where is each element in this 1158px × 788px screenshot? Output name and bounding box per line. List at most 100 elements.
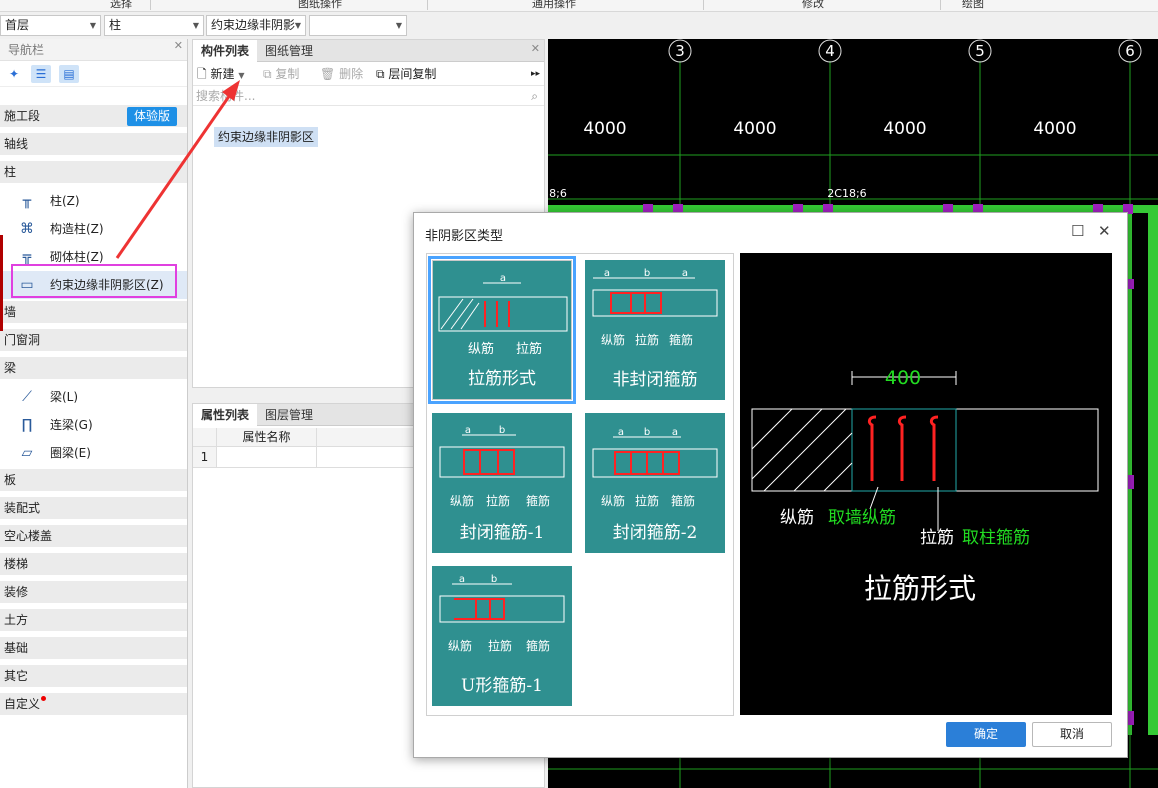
- component-toolbar: 🗋 新建 ▼ ⧉ 复制 🗑 删除 ⧉ 层间复制 ▸▸: [193, 62, 544, 86]
- chevron-down-icon: ▼: [294, 21, 301, 30]
- option-label: 封闭箍筋-1: [459, 523, 545, 543]
- property-header-name: 属性名称: [217, 428, 317, 447]
- column-icon: ╥: [22, 193, 32, 209]
- axis-label-3: 3: [675, 42, 685, 60]
- list-view-icon[interactable]: ☰: [31, 65, 51, 83]
- option-u-stirrup-1[interactable]: a b 纵筋 拉筋 箍筋 U形箍筋-1: [432, 566, 572, 706]
- nav-section-hollow-floor[interactable]: 空心楼盖: [0, 525, 187, 547]
- nav-item-coupling-beam[interactable]: ∏连梁(G): [0, 411, 187, 439]
- nav-section-other[interactable]: 其它: [0, 665, 187, 687]
- component-search-input[interactable]: 搜索构件... ⌕: [193, 86, 544, 106]
- ribbon-separator: [150, 0, 151, 10]
- maximize-icon[interactable]: ☐: [1071, 222, 1085, 240]
- floor-copy-button[interactable]: ⧉ 层间复制: [376, 66, 436, 82]
- nav-section-axis[interactable]: 轴线: [0, 133, 187, 155]
- ok-button[interactable]: 确定: [946, 722, 1026, 747]
- option-label: 非封闭箍筋: [612, 370, 698, 390]
- nav-section-foundation[interactable]: 基础: [0, 637, 187, 659]
- part-label: 拉筋: [486, 493, 510, 508]
- nav-section-stairs[interactable]: 楼梯: [0, 553, 187, 575]
- constructional-column-icon: ⌘: [20, 221, 34, 237]
- ribbon-group-modify[interactable]: 修改: [802, 0, 824, 10]
- option-closed-stirrup-1[interactable]: a b 纵筋 拉筋 箍筋 封闭箍筋-1: [432, 413, 572, 553]
- close-icon[interactable]: ✕: [173, 39, 183, 52]
- type-select[interactable]: 柱▼: [104, 15, 204, 36]
- trash-icon: 🗑: [320, 67, 336, 81]
- nav-section-prefab[interactable]: 装配式: [0, 497, 187, 519]
- nav-item-label: 构造柱(Z): [50, 222, 104, 236]
- axis-bubble-4: [818, 39, 842, 63]
- tab-property-list[interactable]: 属性列表: [193, 404, 258, 426]
- option-open-stirrup[interactable]: a b a 纵筋 拉筋 箍筋 非封闭箍筋: [585, 260, 725, 400]
- nav-section-openings[interactable]: 门窗洞: [0, 329, 187, 351]
- nav-section-decoration[interactable]: 装修: [0, 581, 187, 603]
- ribbon-group-common[interactable]: 通用操作: [532, 0, 576, 10]
- nav-item-column[interactable]: ╥柱(Z): [0, 187, 187, 215]
- nav-item-constrained-edge-zone[interactable]: ▭约束边缘非阴影区(Z): [0, 271, 187, 299]
- option-closed-stirrup-2[interactable]: a b a 纵筋 拉筋 箍筋 封闭箍筋-2: [585, 413, 725, 553]
- axis-label-5: 5: [975, 42, 985, 60]
- nav-section-beam[interactable]: 梁: [0, 357, 187, 379]
- nav-section-slab[interactable]: 板: [0, 469, 187, 491]
- pin-icon[interactable]: ✦: [8, 67, 20, 81]
- preview-note2-value: 取柱箍筋: [962, 528, 1030, 548]
- ribbon-group-draw[interactable]: 绘图: [962, 0, 984, 10]
- rebar-label: 2C18;6: [827, 187, 866, 200]
- property-header-index: [193, 428, 217, 447]
- nav-section-earthwork[interactable]: 土方: [0, 609, 187, 631]
- chevron-down-icon: ▼: [395, 21, 402, 30]
- option-label: 拉筋形式: [468, 369, 536, 389]
- component-list-item[interactable]: 约束边缘非阴影区: [214, 127, 319, 147]
- ribbon-group-drawing[interactable]: 图纸操作: [298, 0, 342, 10]
- copy-icon: ⧉: [263, 67, 272, 81]
- more-icon[interactable]: ▸▸: [531, 69, 541, 79]
- nav-item-ring-beam[interactable]: ▱圈梁(E): [0, 439, 187, 467]
- cancel-button[interactable]: 取消: [1032, 722, 1112, 747]
- dim-label: a: [618, 427, 624, 438]
- option-label: U形箍筋-1: [461, 676, 543, 696]
- nav-section-wall[interactable]: 墙: [0, 301, 187, 323]
- nav-section-column[interactable]: 柱: [0, 161, 187, 183]
- ribbon-group-select[interactable]: 选择: [110, 0, 132, 10]
- ring-beam-icon: ▱: [21, 445, 33, 461]
- copy-button-label: 复制: [275, 67, 300, 81]
- annotation-highlight-box: [11, 264, 177, 298]
- dim-label: b: [644, 427, 650, 438]
- tab-component-list[interactable]: 构件列表: [193, 40, 258, 62]
- dialog-title: 非阴影区类型: [425, 229, 504, 244]
- nav-item-masonry-column[interactable]: ╦砌体柱(Z): [0, 243, 187, 271]
- copy-button[interactable]: ⧉ 复制: [263, 66, 299, 82]
- nav-section-construction[interactable]: 施工段体验版: [0, 105, 187, 127]
- delete-button[interactable]: 🗑 删除: [320, 66, 363, 82]
- trial-badge[interactable]: 体验版: [126, 107, 177, 126]
- property-row-name[interactable]: [217, 447, 317, 468]
- part-label: 拉筋: [516, 341, 542, 357]
- axis-label-6: 6: [1125, 42, 1135, 60]
- detail-view-icon[interactable]: ▤: [59, 65, 79, 83]
- search-icon[interactable]: ⌕: [531, 89, 538, 103]
- nav-item-label: 连梁(G): [50, 418, 93, 432]
- preview-title: 拉筋形式: [864, 572, 976, 605]
- nav-item-beam[interactable]: ⟋梁(L): [0, 383, 187, 411]
- chevron-down-icon: ▼: [89, 21, 96, 30]
- new-button-label: 新建: [210, 67, 235, 81]
- tab-layer-management[interactable]: 图层管理: [265, 408, 314, 422]
- span-label: 4000: [1033, 119, 1076, 139]
- search-placeholder: 搜索构件...: [196, 89, 256, 103]
- close-icon[interactable]: ✕: [530, 42, 540, 55]
- close-icon[interactable]: ✕: [1098, 222, 1111, 240]
- subtype-select[interactable]: 约束边缘非阴影▼: [206, 15, 306, 36]
- part-label: 箍筋: [669, 332, 693, 347]
- floor-select[interactable]: 首层▼: [0, 15, 101, 36]
- nav-item-constructional-column[interactable]: ⌘ 构造柱(Z): [0, 215, 187, 243]
- extra-select[interactable]: ▼: [309, 15, 407, 36]
- nav-toolbar: ✦ ☰ ▤: [0, 61, 187, 87]
- tab-drawing-management[interactable]: 图纸管理: [265, 44, 314, 58]
- ribbon-separator: [703, 0, 704, 10]
- ribbon-separator: [940, 0, 941, 10]
- new-button[interactable]: 🗋 新建 ▼: [197, 66, 244, 84]
- option-diagram: a 纵筋 拉筋: [438, 273, 568, 357]
- option-tie-bar[interactable]: a 纵筋 拉筋 拉筋形式: [428, 256, 576, 404]
- nav-section-custom[interactable]: 自定义: [0, 693, 187, 715]
- dim-label: b: [491, 574, 497, 585]
